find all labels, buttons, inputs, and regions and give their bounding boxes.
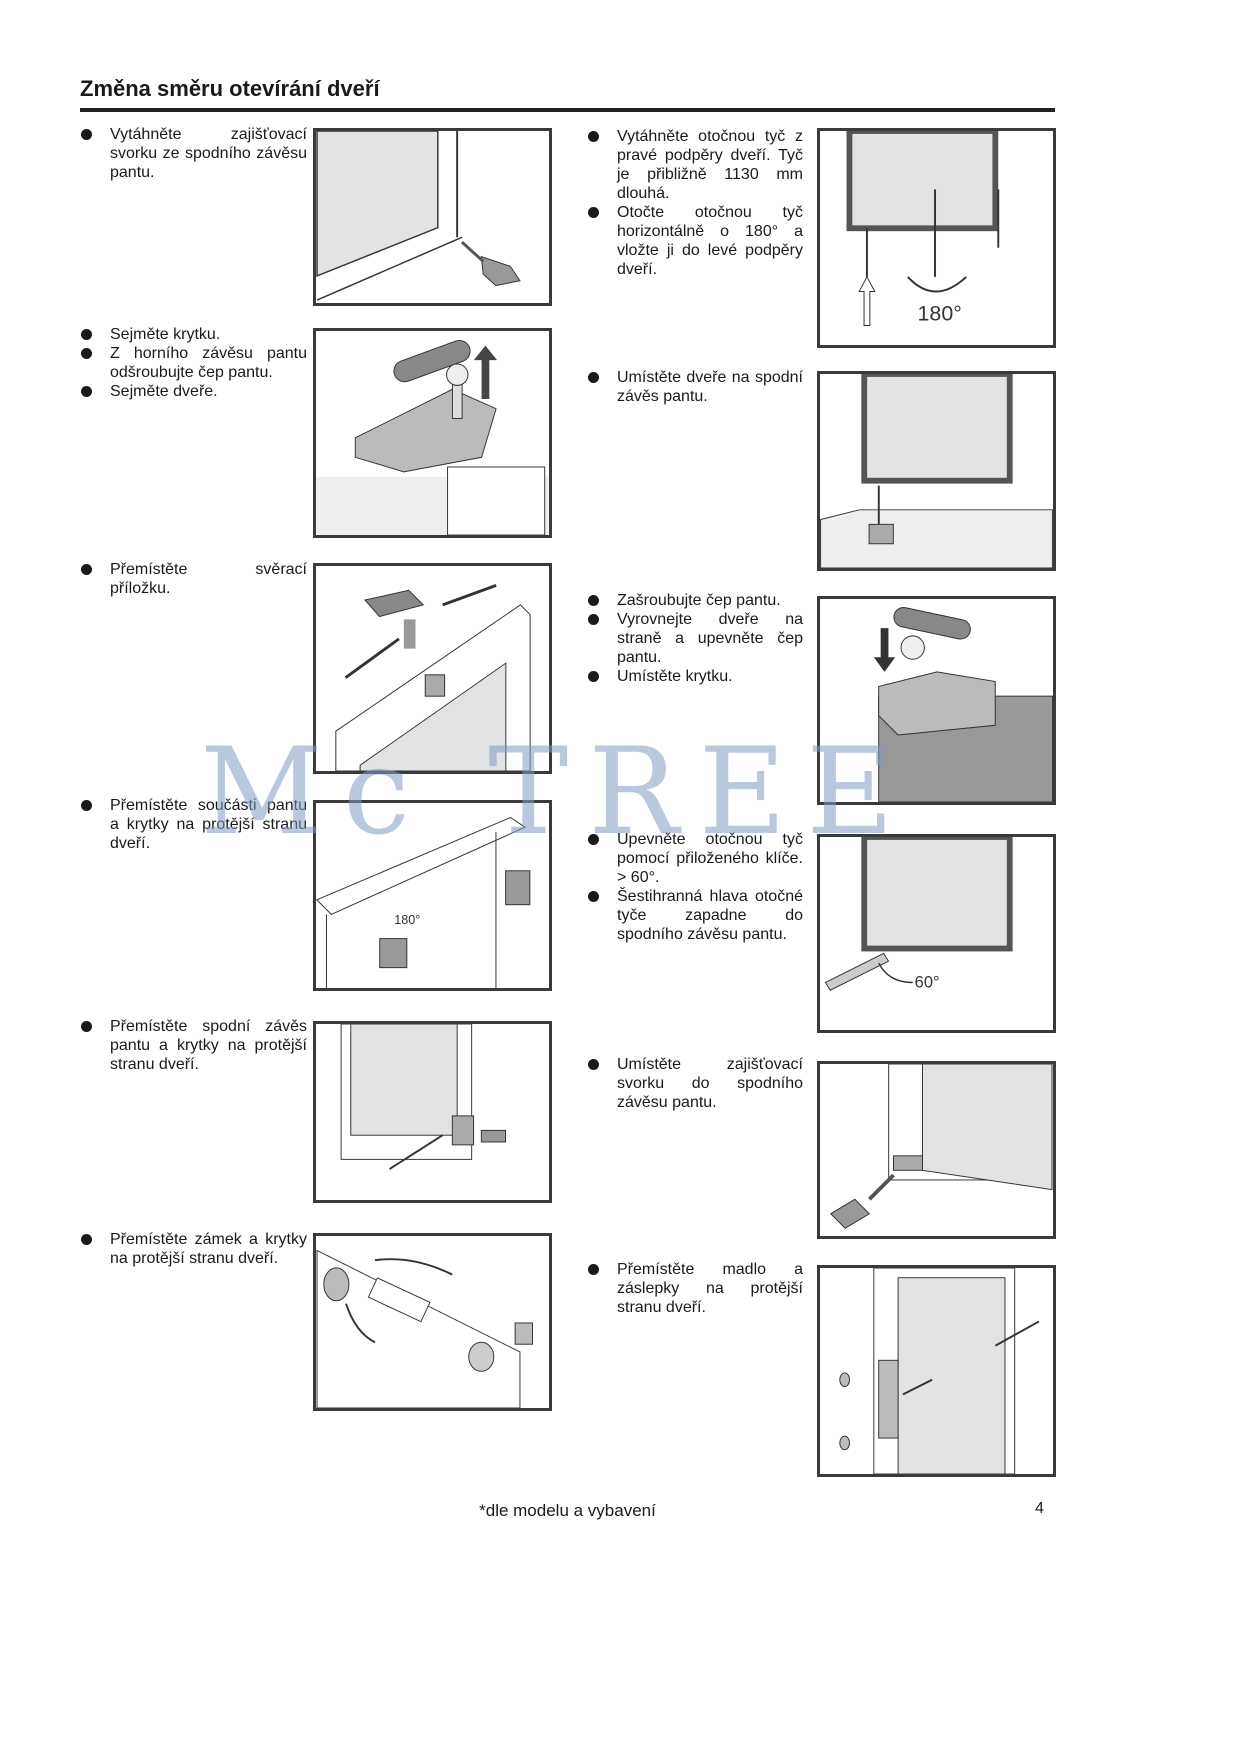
step-move-clamp: Přemístěte svěrací příložku.: [81, 560, 307, 598]
step-item: Přemístěte madlo a záslepky na protější …: [588, 1261, 803, 1316]
figure-remove-clip: [313, 128, 552, 306]
footer-note: *dle modelu a vybavení: [479, 1501, 656, 1520]
step-remove-door: Sejměte krytku. Z horního závěsu pantu o…: [81, 325, 307, 401]
figure-pivot-rod: 180°: [817, 128, 1056, 348]
page-number: 4: [1035, 1500, 1044, 1517]
step-screw-pin: Zašroubujte čep pantu. Vyrovnejte dveře …: [588, 591, 803, 686]
step-pivot-rod: Vytáhněte otočnou tyč z pravé podpěry dv…: [588, 127, 803, 279]
step-fix-rod: Upevněte otočnou tyč pomocí přiloženého …: [588, 830, 803, 944]
step-item: Upevněte otočnou tyč pomocí přiloženého …: [588, 831, 803, 886]
angle-label: 60°: [915, 973, 940, 991]
rotate-label: 180°: [918, 302, 962, 326]
figure-move-lock: [313, 1233, 552, 1411]
figure-move-handle: [817, 1265, 1056, 1477]
step-item: Šestihranná hlava otočné tyče zapadne do…: [588, 888, 803, 943]
step-move-hinge-parts: Přemístěte součásti pantu a krytky na pr…: [81, 796, 307, 853]
figure-place-clip: [817, 1061, 1056, 1239]
step-item: Vytáhněte zajišťovací svorku ze spodního…: [81, 126, 307, 181]
figure-move-hinge-parts: 180°: [313, 800, 552, 991]
step-item: Umístěte dveře na spodní závěs pantu.: [588, 369, 803, 405]
step-item: Přemístěte zámek a krytky na protější st…: [81, 1231, 307, 1267]
step-remove-clip: Vytáhněte zajišťovací svorku ze spodního…: [81, 125, 307, 182]
figure-fix-rod: 60°: [817, 834, 1056, 1033]
step-move-handle: Přemístěte madlo a záslepky na protější …: [588, 1260, 803, 1317]
step-place-door: Umístěte dveře na spodní závěs pantu.: [588, 368, 803, 406]
figure-place-door: [817, 371, 1056, 571]
step-item: Přemístěte svěrací příložku.: [81, 561, 307, 597]
step-item: Zašroubujte čep pantu.: [588, 591, 803, 610]
figure-move-clamp: [313, 563, 552, 774]
step-item: Přemístěte součásti pantu a krytky na pr…: [81, 797, 307, 852]
step-move-lower-hinge: Přemístěte spodní závěs pantu a krytky n…: [81, 1017, 307, 1074]
page-title: Změna směru otevírání dveří: [80, 76, 380, 101]
figure-remove-door: [313, 328, 552, 538]
step-item: Umístěte krytku.: [588, 667, 803, 686]
step-item: Sejměte dveře.: [81, 382, 307, 401]
watermark: Mc TREE: [200, 723, 914, 862]
title-rule: [80, 108, 1055, 112]
figure-screw-pin: [817, 596, 1056, 805]
step-item: Vyrovnejte dveře na straně a upevněte če…: [588, 611, 803, 666]
step-place-clip: Umístěte zajišťovací svorku do spodního …: [588, 1055, 803, 1112]
step-item: Otočte otočnou tyč horizontálně o 180° a…: [588, 204, 803, 278]
step-item: Vytáhněte otočnou tyč z pravé podpěry dv…: [588, 128, 803, 202]
step-item: Z horního závěsu pantu odšroubujte čep p…: [81, 345, 307, 381]
figure-move-lower-hinge: [313, 1021, 552, 1203]
rotate-label: 180°: [394, 913, 420, 927]
step-item: Umístěte zajišťovací svorku do spodního …: [588, 1056, 803, 1111]
step-item: Sejměte krytku.: [81, 325, 307, 344]
step-move-lock: Přemístěte zámek a krytky na protější st…: [81, 1230, 307, 1268]
step-item: Přemístěte spodní závěs pantu a krytky n…: [81, 1018, 307, 1073]
